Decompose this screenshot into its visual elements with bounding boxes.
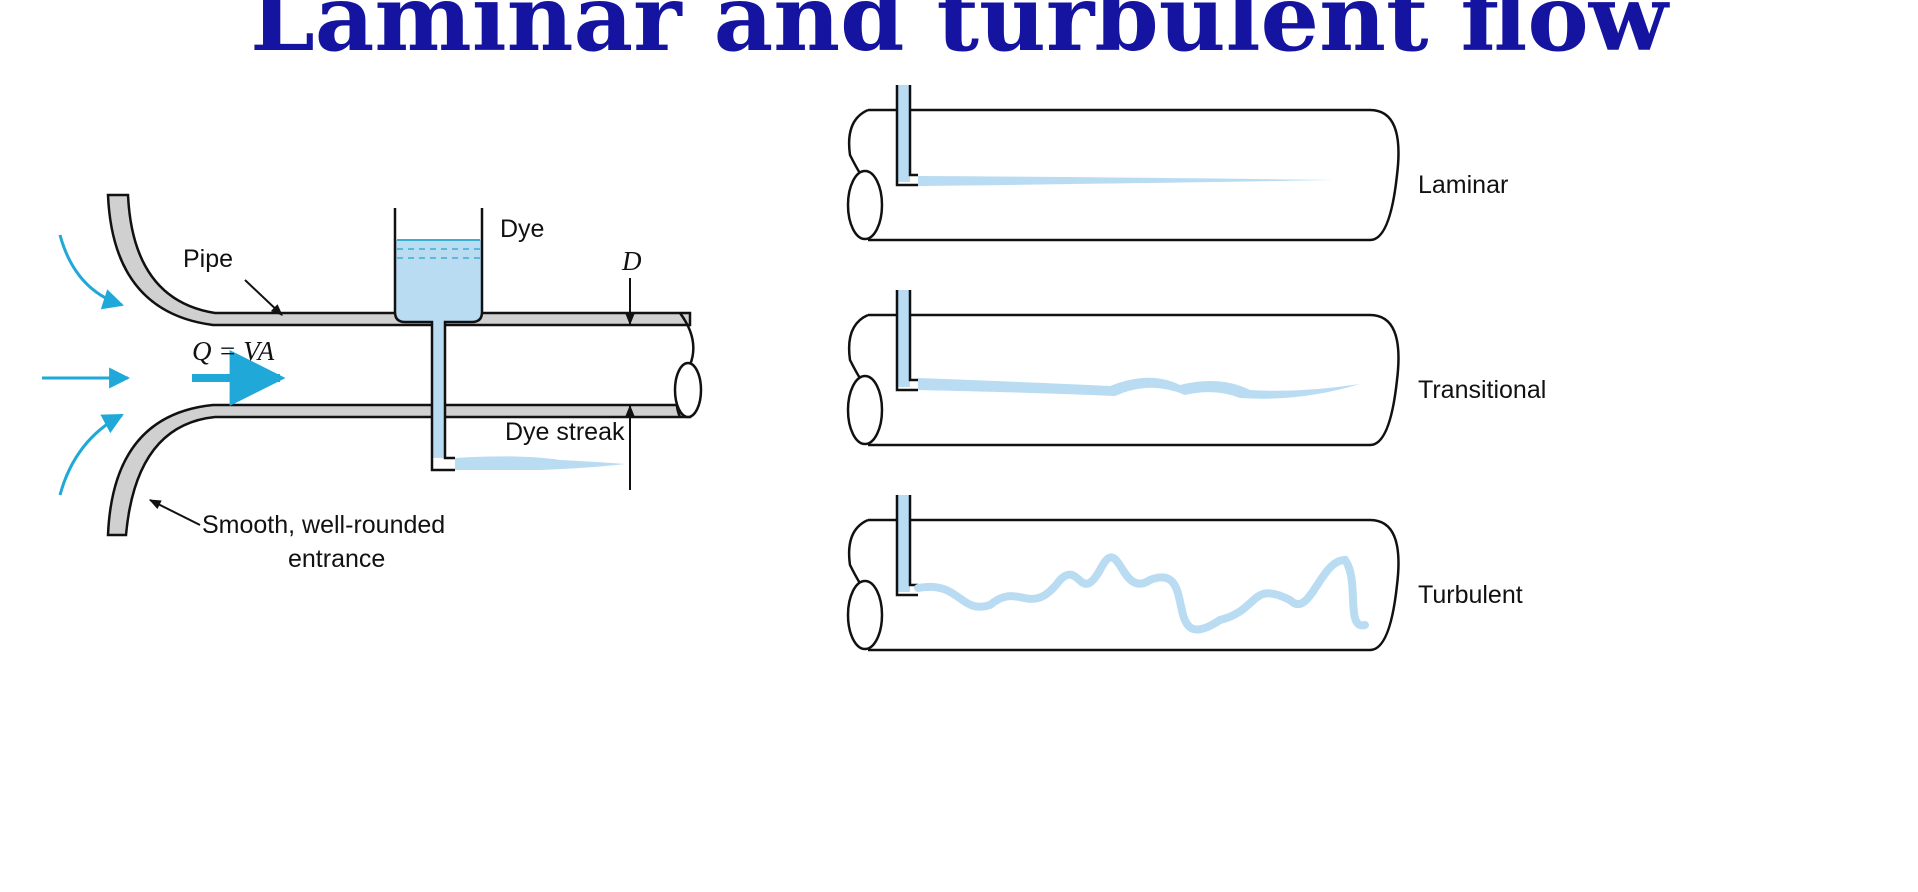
diameter-label: D bbox=[621, 246, 642, 276]
flow-equation-label: Q = VA bbox=[192, 336, 275, 366]
dye-streak bbox=[914, 553, 1369, 634]
dye-streak bbox=[918, 377, 1360, 399]
dye-reservoir bbox=[395, 240, 482, 458]
pipe-upper-wall bbox=[106, 193, 692, 327]
pipe-entrance-diagram: Dye Pipe D Q = VA Dye streak Smooth, wel… bbox=[42, 193, 703, 573]
page-title: Laminar and turbulent flow bbox=[250, 0, 1671, 72]
dye-streak bbox=[455, 456, 625, 470]
entrance-label-line2: entrance bbox=[288, 545, 385, 573]
pipe-laminar: Laminar bbox=[846, 85, 1508, 242]
regime-label: Laminar bbox=[1418, 171, 1508, 199]
pipe-turbulent: Turbulent bbox=[846, 495, 1523, 652]
flow-arrow bbox=[58, 413, 124, 496]
regime-label: Turbulent bbox=[1418, 581, 1523, 609]
pipe-label: Pipe bbox=[183, 245, 233, 273]
dye-streak-label: Dye streak bbox=[505, 418, 625, 446]
regime-label: Transitional bbox=[1418, 376, 1546, 404]
dye-streak bbox=[918, 176, 1335, 186]
flow-arrow bbox=[58, 234, 125, 310]
pipe-transitional: Transitional bbox=[846, 290, 1546, 447]
entrance-label-line1: Smooth, well-rounded bbox=[202, 511, 445, 539]
dye-label: Dye bbox=[500, 215, 544, 243]
